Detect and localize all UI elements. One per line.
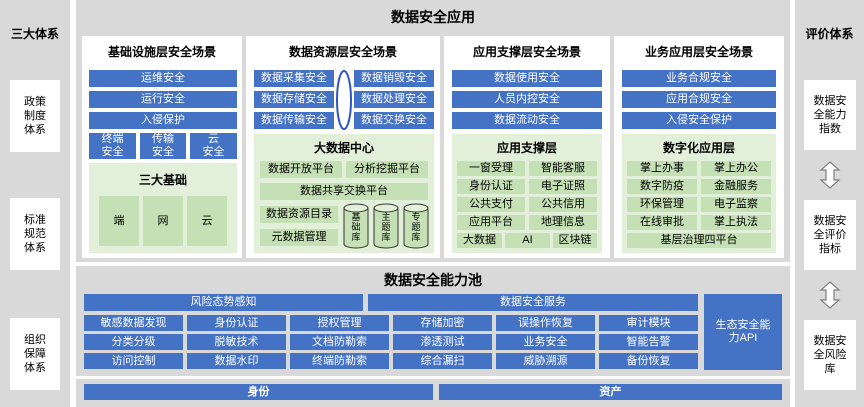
smart-service: 智能客服 — [529, 161, 597, 176]
app-support-layer-title: 应用支撑层 — [496, 140, 557, 155]
data-resource-title: 数据资源层安全场景 — [288, 44, 397, 59]
collection-security: 数据采集安全 — [254, 70, 334, 87]
grassroots-platform: 基层治理四平台 — [627, 233, 771, 248]
organization-system: 组织 保障 体系 — [10, 318, 60, 390]
storage-encryption: 存储加密 — [393, 315, 492, 331]
transmission-security: 传输 安全 — [140, 133, 186, 159]
data-usage-security: 数据使用安全 — [452, 70, 602, 87]
app-support-title: 应用支撑层安全场景 — [472, 44, 581, 59]
app-platform: 应用平台 — [457, 215, 525, 230]
business-security: 业务安全 — [496, 334, 595, 350]
analysis-platform: 分析挖掘平台 — [346, 161, 428, 178]
share-exchange-platform: 数据共享交换平台 — [260, 183, 428, 200]
lifecycle-loop-icon — [336, 70, 352, 130]
updown-arrow-icon — [819, 161, 841, 189]
resource-catalog: 数据资源目录 — [260, 206, 338, 223]
smart-alert: 智能告警 — [599, 334, 698, 350]
doc-anti-ransomware: 文档防勒索 — [290, 334, 389, 350]
ai: AI — [505, 233, 550, 248]
infrastructure-title: 基础设施层安全场景 — [107, 44, 216, 59]
big-data-center-title: 大数据中心 — [313, 140, 374, 155]
special-db-cylinder: 专 题 库 — [403, 203, 429, 249]
intrusion-security: 入侵安全保护 — [622, 112, 776, 129]
data-watermark: 数据水印 — [187, 353, 286, 369]
classification-grading: 分类分级 — [84, 334, 183, 350]
standard-system: 标准 规范 体系 — [10, 198, 60, 270]
foundation-end: 端 — [99, 196, 139, 246]
destruction-security: 数据销毁安全 — [354, 70, 434, 87]
identity-bar: 身份 — [84, 384, 433, 400]
pool-identity-auth: 身份认证 — [187, 315, 286, 331]
mobile-enforcement: 掌上执法 — [701, 215, 771, 230]
mobile-affairs: 掌上办事 — [627, 161, 697, 176]
business-compliance: 业务合规安全 — [622, 70, 776, 87]
updown-arrow-icon — [819, 281, 841, 309]
security-service-header: 数据安全服务 — [368, 294, 698, 311]
ecosystem-api: 生态安全能 力API — [704, 294, 782, 370]
identity-auth: 身份认证 — [457, 179, 525, 194]
big-data: 大数据 — [457, 233, 502, 248]
authorization-mgmt: 授权管理 — [290, 315, 389, 331]
special-db-label: 专 题 库 — [411, 212, 421, 242]
asset-bar: 资产 — [439, 384, 782, 400]
backup-recovery: 备份恢复 — [599, 353, 698, 369]
misoperation-recovery: 误操作恢复 — [496, 315, 595, 331]
foundation-cloud: 云 — [187, 196, 227, 246]
digital-app-layer-title: 数字化应用层 — [662, 140, 735, 155]
application-title: 数据安全应用 — [391, 9, 475, 25]
base-db-label: 基 础 库 — [351, 212, 361, 242]
blockchain: 区块链 — [553, 233, 597, 248]
metadata-management: 元数据管理 — [260, 229, 338, 246]
ops-security: 运维安全 — [89, 70, 237, 87]
financial-service: 金融服务 — [701, 179, 771, 194]
single-window: 一窗受理 — [457, 161, 525, 176]
e-license: 电子证照 — [529, 179, 597, 194]
mobile-office: 掌上办公 — [701, 161, 771, 176]
foundation-title: 三大基础 — [138, 172, 187, 187]
evaluation-indicator: 数据安 全评价 指标 — [804, 200, 856, 270]
business-app-title: 业务应用层安全场景 — [644, 44, 753, 59]
digital-epidemic: 数字防疫 — [627, 179, 697, 194]
penetration-test: 渗透测试 — [393, 334, 492, 350]
terminal-security: 终端 安全 — [89, 133, 136, 159]
desensitization: 脱敏技术 — [187, 334, 286, 350]
left-title: 三大体系 — [10, 26, 59, 41]
app-compliance: 应用合规安全 — [622, 91, 776, 108]
risk-library: 数据安 全风险 库 — [804, 320, 856, 390]
intrusion-protection: 入侵保护 — [89, 112, 237, 129]
audit-module: 审计模块 — [599, 315, 698, 331]
topic-db-cylinder: 主 题 库 — [373, 203, 399, 249]
topic-db-label: 主 题 库 — [381, 212, 391, 242]
capability-pool-title: 数据安全能力池 — [384, 272, 482, 288]
data-flow-security: 数据流动安全 — [452, 112, 602, 129]
processing-security: 数据处理安全 — [354, 91, 434, 108]
cloud-security: 云 安全 — [190, 133, 237, 159]
env-management: 环保管理 — [627, 197, 697, 212]
threat-tracing: 威胁溯源 — [496, 353, 595, 369]
transfer-security: 数据传输安全 — [254, 112, 334, 129]
policy-system: 政策 制度 体系 — [10, 80, 60, 152]
exchange-security: 数据交换安全 — [354, 112, 434, 129]
storage-security: 数据存储安全 — [254, 91, 334, 108]
public-payment: 公共支付 — [457, 197, 525, 212]
e-supervision: 电子监察 — [701, 197, 771, 212]
insider-control-security: 人员内控安全 — [452, 91, 602, 108]
risk-awareness-header: 风险态势感知 — [84, 294, 363, 311]
foundation-network: 网 — [143, 196, 183, 246]
terminal-anti-ransomware: 终端防勒索 — [290, 353, 389, 369]
sensitive-data-discovery: 敏感数据发现 — [84, 315, 183, 331]
access-control: 访问控制 — [84, 353, 183, 369]
right-title: 评价体系 — [805, 26, 854, 41]
vuln-scan: 综合漏扫 — [393, 353, 492, 369]
capability-index: 数据安 全能力 指数 — [804, 80, 856, 150]
base-db-cylinder: 基 础 库 — [343, 203, 369, 249]
public-credit: 公共信用 — [529, 197, 597, 212]
geo-info: 地理信息 — [529, 215, 597, 230]
open-platform: 数据开放平台 — [260, 161, 342, 178]
runtime-security: 运行安全 — [89, 91, 237, 108]
online-approval: 在线审批 — [627, 215, 697, 230]
